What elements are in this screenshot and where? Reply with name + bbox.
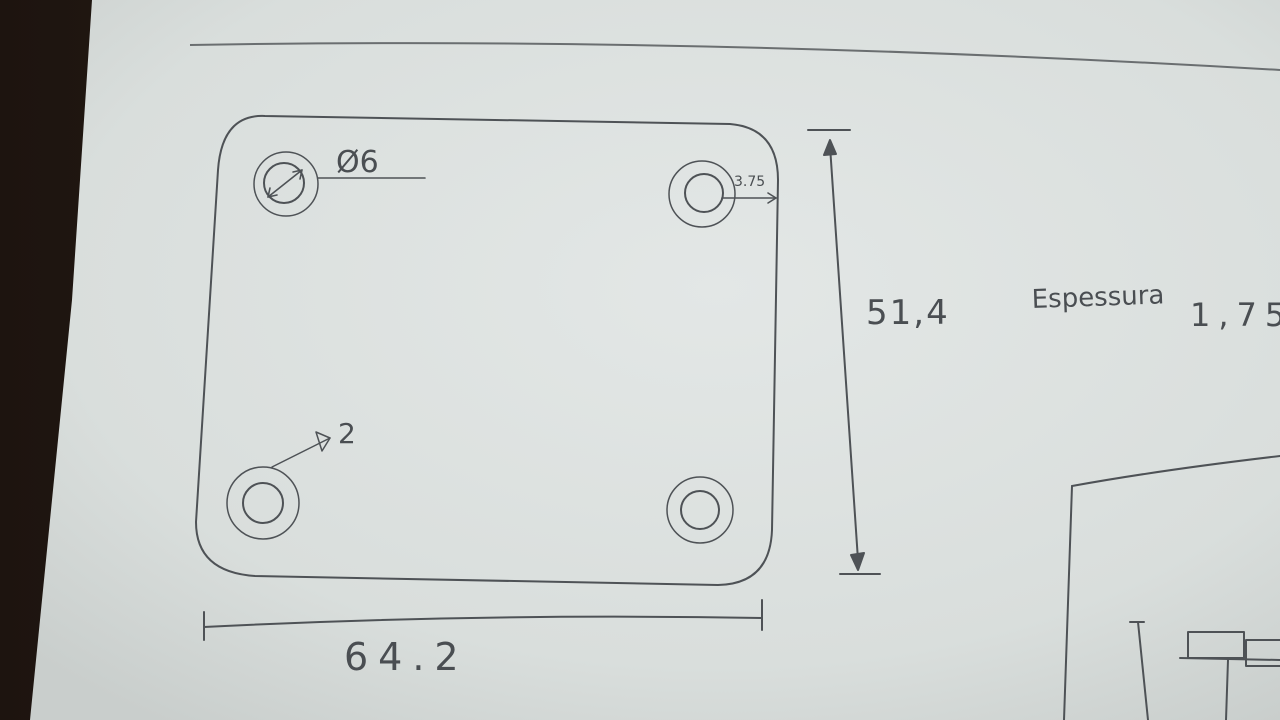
hole-diameter-label: Ø6 [336,145,379,180]
hole-top-right [668,160,736,228]
width-label: 64.2 [344,635,469,679]
chamfer-label: 2 [338,417,356,450]
plate-outline [195,114,779,586]
width-dimension [203,599,763,641]
chamfer-leader [271,431,331,468]
hole-offset-label: 3.75 [734,174,765,190]
second-sketch-partial [1063,455,1280,720]
hole-bottom-left [226,466,300,540]
height-dimension [807,129,881,575]
diameter-dimension [267,169,426,198]
height-label: 51,4 [866,293,950,333]
hole-bottom-right [666,476,734,544]
hole-top-left [253,151,319,217]
top-rule-line [189,42,1280,71]
thickness-label: Espessura [1031,280,1165,315]
offset-dimension [721,192,777,204]
thickness-value: 1,75 [1190,296,1280,334]
paper-sheet [30,0,1280,720]
